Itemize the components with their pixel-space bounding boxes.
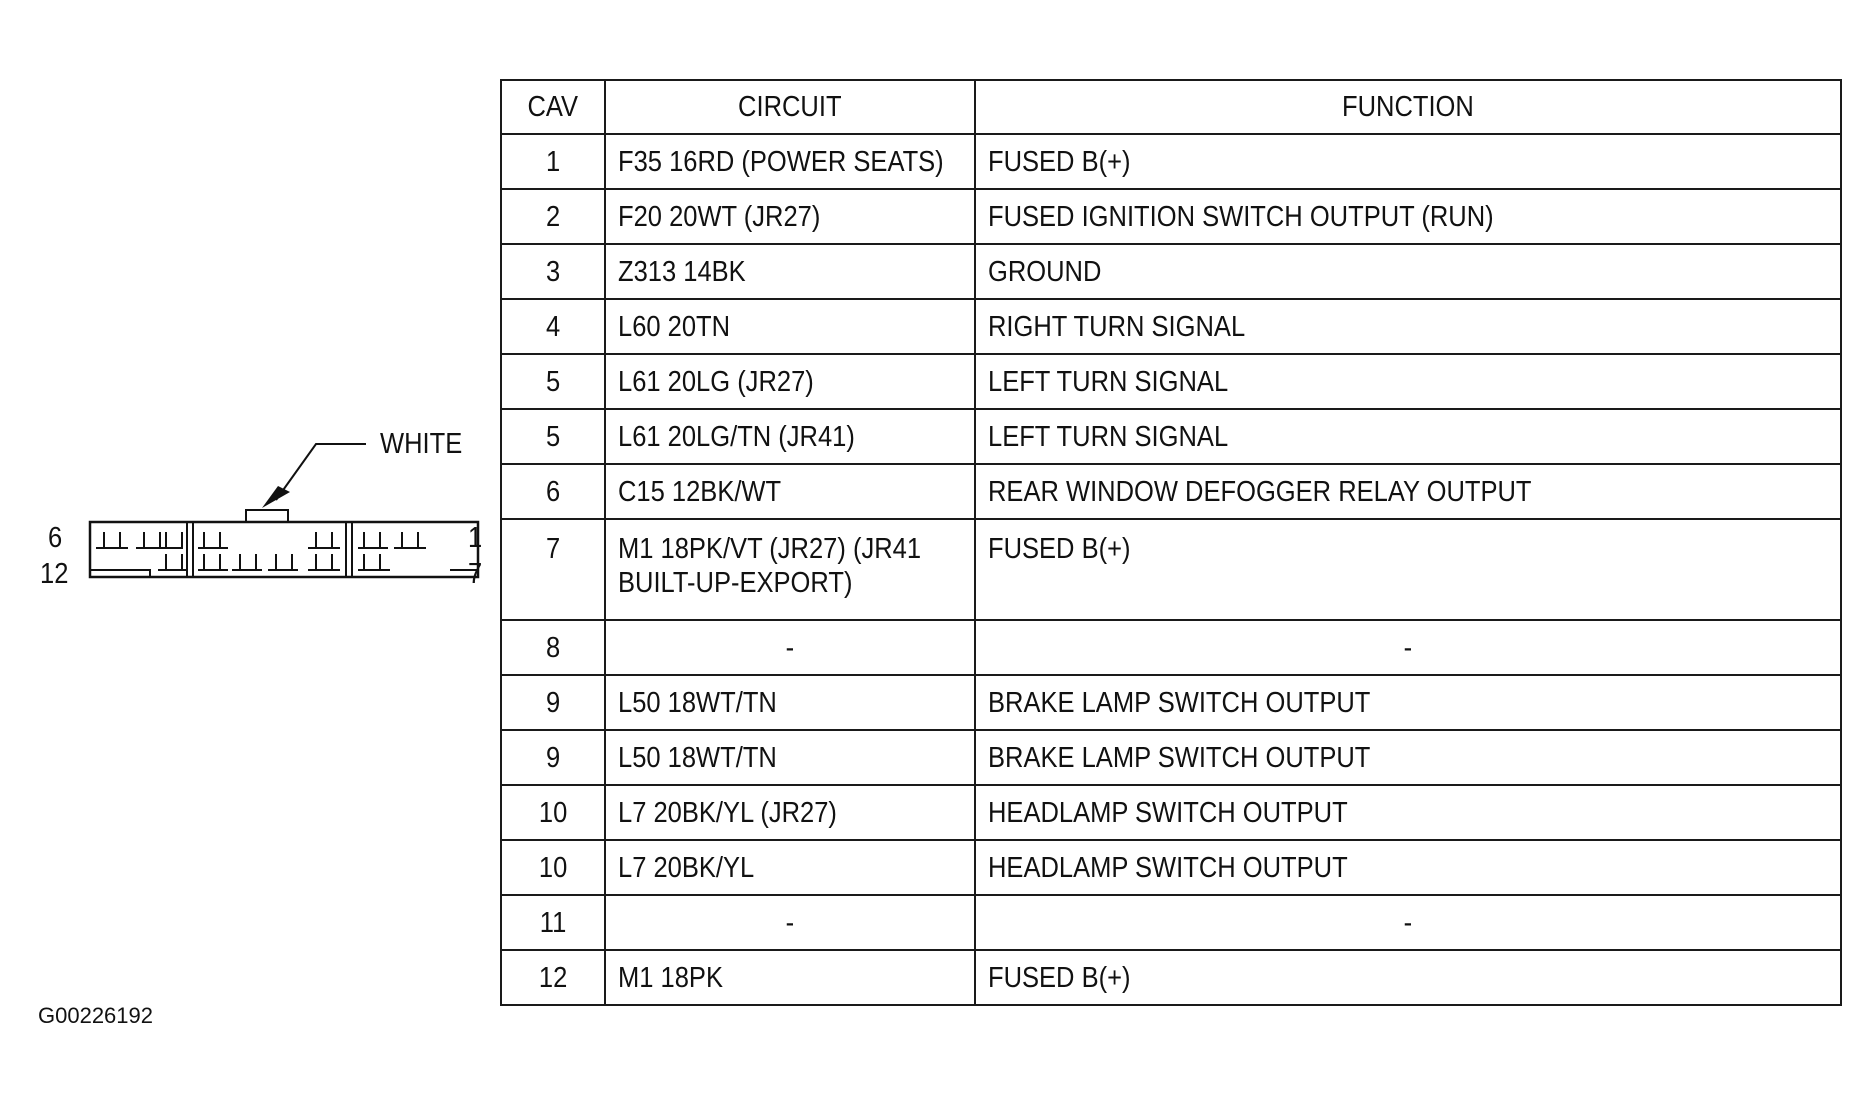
cav-cell: 9: [500, 674, 606, 731]
function-cell: GROUND: [974, 243, 1842, 300]
connector-diagram: WHITE 6 12 1 7: [40, 428, 482, 600]
pin-number-top-left: 6: [48, 522, 63, 554]
cav-cell: 5: [500, 353, 606, 410]
function-cell: BRAKE LAMP SWITCH OUTPUT: [974, 674, 1842, 731]
pinout-table: CAV CIRCUIT FUNCTION 1 F35 16RD (POWER S…: [500, 79, 1842, 1006]
function-cell: REAR WINDOW DEFOGGER RELAY OUTPUT: [974, 463, 1842, 520]
cav-cell: 10: [500, 784, 606, 841]
function-cell: FUSED B(+): [974, 949, 1842, 1006]
table-row: 3 Z313 14BK GROUND: [500, 243, 1842, 300]
cav-cell: 3: [500, 243, 606, 300]
connector-face-drawing: [88, 443, 480, 579]
circuit-cell: C15 12BK/WT: [604, 463, 976, 520]
table-row: 7 M1 18PK/VT (JR27) (JR41 BUILT-UP-EXPOR…: [500, 518, 1842, 621]
header-cav: CAV: [500, 79, 606, 135]
table-row: 12 M1 18PK FUSED B(+): [500, 949, 1842, 1006]
function-cell: HEADLAMP SWITCH OUTPUT: [974, 784, 1842, 841]
circuit-cell: L60 20TN: [604, 298, 976, 355]
circuit-cell: L7 20BK/YL (JR27): [604, 784, 976, 841]
circuit-cell: -: [604, 894, 976, 951]
circuit-cell: Z313 14BK: [604, 243, 976, 300]
notch: [90, 569, 151, 577]
connector-body: [88, 520, 480, 579]
cav-cell: 2: [500, 188, 606, 245]
circuit-line: M1 18PK/VT (JR27) (JR41: [618, 533, 922, 565]
function-cell: LEFT TURN SIGNAL: [974, 353, 1842, 410]
circuit-cell: L7 20BK/YL: [604, 839, 976, 896]
table-row: 11 - -: [500, 894, 1842, 951]
circuit-cell: M1 18PK/VT (JR27) (JR41 BUILT-UP-EXPORT): [604, 518, 976, 621]
cav-cell: 11: [500, 894, 606, 951]
header-circuit: CIRCUIT: [604, 79, 976, 135]
cav-cell: 6: [500, 463, 606, 520]
table-row: 1 F35 16RD (POWER SEATS) FUSED B(+): [500, 133, 1842, 190]
function-cell: -: [974, 619, 1842, 676]
header-function: FUNCTION: [974, 79, 1842, 135]
cav-cell: 7: [500, 518, 606, 621]
circuit-line: BUILT-UP-EXPORT): [618, 567, 853, 599]
connector-color-label: WHITE: [380, 428, 463, 460]
function-cell: FUSED B(+): [974, 518, 1842, 621]
top-row-cavities: [96, 532, 426, 549]
table-row: 8 - -: [500, 619, 1842, 676]
function-cell: FUSED IGNITION SWITCH OUTPUT (RUN): [974, 188, 1842, 245]
function-cell: BRAKE LAMP SWITCH OUTPUT: [974, 729, 1842, 786]
cav-cell: 9: [500, 729, 606, 786]
function-cell: -: [974, 894, 1842, 951]
function-cell: LEFT TURN SIGNAL: [974, 408, 1842, 465]
circuit-cell: -: [604, 619, 976, 676]
function-cell: HEADLAMP SWITCH OUTPUT: [974, 839, 1842, 896]
pin-number-top-right: 1: [468, 522, 483, 554]
table-row: 9 L50 18WT/TN BRAKE LAMP SWITCH OUTPUT: [500, 674, 1842, 731]
cav-cell: 10: [500, 839, 606, 896]
table-row: 10 L7 20BK/YL HEADLAMP SWITCH OUTPUT: [500, 839, 1842, 896]
table-row: 5 L61 20LG (JR27) LEFT TURN SIGNAL: [500, 353, 1842, 410]
bottom-row-cavities: [158, 554, 390, 571]
cav-cell: 4: [500, 298, 606, 355]
figure-code: G00226192: [38, 1003, 153, 1028]
circuit-cell: L50 18WT/TN: [604, 729, 976, 786]
circuit-cell: L61 20LG/TN (JR41): [604, 408, 976, 465]
cav-cell: 1: [500, 133, 606, 190]
cav-cell: 8: [500, 619, 606, 676]
table-row: 9 L50 18WT/TN BRAKE LAMP SWITCH OUTPUT: [500, 729, 1842, 786]
function-cell: FUSED B(+): [974, 133, 1842, 190]
pin-number-bottom-right: 7: [468, 558, 483, 590]
circuit-cell: M1 18PK: [604, 949, 976, 1006]
circuit-cell: L50 18WT/TN: [604, 674, 976, 731]
circuit-cell: L61 20LG (JR27): [604, 353, 976, 410]
table-row: 10 L7 20BK/YL (JR27) HEADLAMP SWITCH OUT…: [500, 784, 1842, 841]
locking-tab: [245, 509, 289, 523]
pin-number-bottom-left: 12: [40, 558, 69, 590]
leader-line: [275, 443, 366, 501]
circuit-cell: F35 16RD (POWER SEATS): [604, 133, 976, 190]
cav-cell: 5: [500, 408, 606, 465]
table-header-row: CAV CIRCUIT FUNCTION: [500, 79, 1842, 135]
table-row: 5 L61 20LG/TN (JR41) LEFT TURN SIGNAL: [500, 408, 1842, 465]
table-row: 2 F20 20WT (JR27) FUSED IGNITION SWITCH …: [500, 188, 1842, 245]
table-row: 4 L60 20TN RIGHT TURN SIGNAL: [500, 298, 1842, 355]
leader-arrowhead: [262, 486, 290, 508]
circuit-cell: F20 20WT (JR27): [604, 188, 976, 245]
function-cell: RIGHT TURN SIGNAL: [974, 298, 1842, 355]
table-row: 6 C15 12BK/WT REAR WINDOW DEFOGGER RELAY…: [500, 463, 1842, 520]
cav-cell: 12: [500, 949, 606, 1006]
